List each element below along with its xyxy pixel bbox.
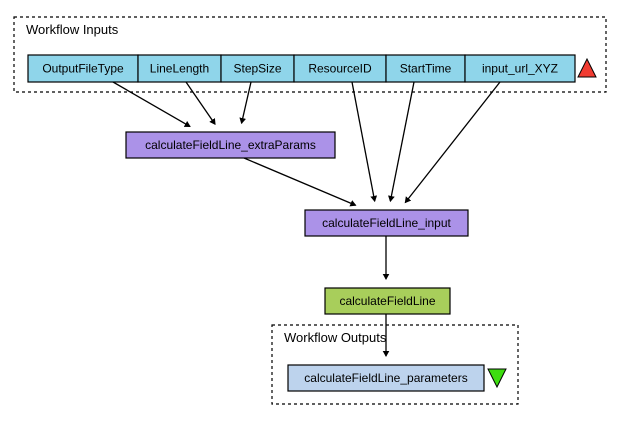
node-label-StartTime: StartTime: [400, 62, 452, 76]
node-box-calculateFieldLine[interactable]: [324, 287, 451, 315]
node-box-calculateFieldLine_input[interactable]: [304, 209, 469, 237]
group-containers: [13, 16, 607, 405]
node-box-calculateFieldLine_extraParams[interactable]: [125, 131, 336, 159]
node-label-ResourceID: ResourceID: [308, 62, 372, 76]
node-StartTime[interactable]: StartTime: [385, 54, 466, 83]
node-OutputFileType[interactable]: OutputFileType: [27, 54, 139, 83]
node-calculateFieldLine_input[interactable]: calculateFieldLine_input: [304, 209, 469, 237]
node-box-ResourceID[interactable]: [293, 54, 387, 83]
node-StepSize[interactable]: StepSize: [220, 54, 295, 83]
outputs-port-marker: [487, 368, 507, 389]
edge-LineLength-to-calculateFieldLine_extraParams: [185, 81, 216, 126]
node-box-calculateFieldLine_parameters[interactable]: [287, 364, 485, 392]
group-label-workflow-outputs: Workflow Outputs: [284, 330, 387, 345]
node-box-input_url_XYZ[interactable]: [464, 54, 576, 83]
node-box-StartTime[interactable]: [385, 54, 466, 83]
node-label-calculateFieldLine: calculateFieldLine: [339, 294, 435, 308]
node-calculateFieldLine_extraParams[interactable]: calculateFieldLine_extraParams: [125, 131, 336, 159]
edge-StartTime-to-calculateFieldLine_input: [388, 81, 415, 203]
node-calculateFieldLine_parameters[interactable]: calculateFieldLine_parameters: [287, 364, 485, 392]
edge-layer: [112, 81, 501, 358]
edge-StepSize-to-calculateFieldLine_extraParams: [239, 81, 252, 125]
node-ResourceID[interactable]: ResourceID: [293, 54, 387, 83]
node-label-LineLength: LineLength: [150, 62, 209, 76]
node-label-calculateFieldLine_extraParams: calculateFieldLine_extraParams: [145, 138, 316, 152]
node-box-StepSize[interactable]: [220, 54, 295, 83]
node-label-input_url_XYZ: input_url_XYZ: [482, 62, 558, 76]
edge-calculateFieldLine_extraParams-to-calculateFieldLine_input: [243, 157, 357, 207]
port-marker-layer: [487, 57, 597, 389]
node-LineLength[interactable]: LineLength: [137, 54, 222, 83]
edge-OutputFileType-to-calculateFieldLine_extraParams: [112, 81, 191, 128]
edge-ResourceID-to-calculateFieldLine_input: [351, 81, 378, 203]
node-layer: OutputFileType LineLength StepSize Resource…: [27, 54, 576, 392]
node-label-OutputFileType: OutputFileType: [42, 62, 124, 76]
edge-input_url_XYZ-to-calculateFieldLine_input: [404, 81, 501, 204]
group-box-workflow-outputs: [271, 324, 519, 405]
group-box-workflow-inputs: [13, 16, 607, 93]
node-box-OutputFileType[interactable]: [27, 54, 139, 83]
group-label-workflow-inputs: Workflow Inputs: [26, 22, 119, 37]
inputs-port-marker: [577, 57, 597, 78]
node-label-calculateFieldLine_input: calculateFieldLine_input: [322, 216, 451, 230]
node-input_url_XYZ[interactable]: input_url_XYZ: [464, 54, 576, 83]
node-label-StepSize: StepSize: [233, 62, 281, 76]
node-label-calculateFieldLine_parameters: calculateFieldLine_parameters: [304, 371, 467, 385]
node-calculateFieldLine[interactable]: calculateFieldLine: [324, 287, 451, 315]
